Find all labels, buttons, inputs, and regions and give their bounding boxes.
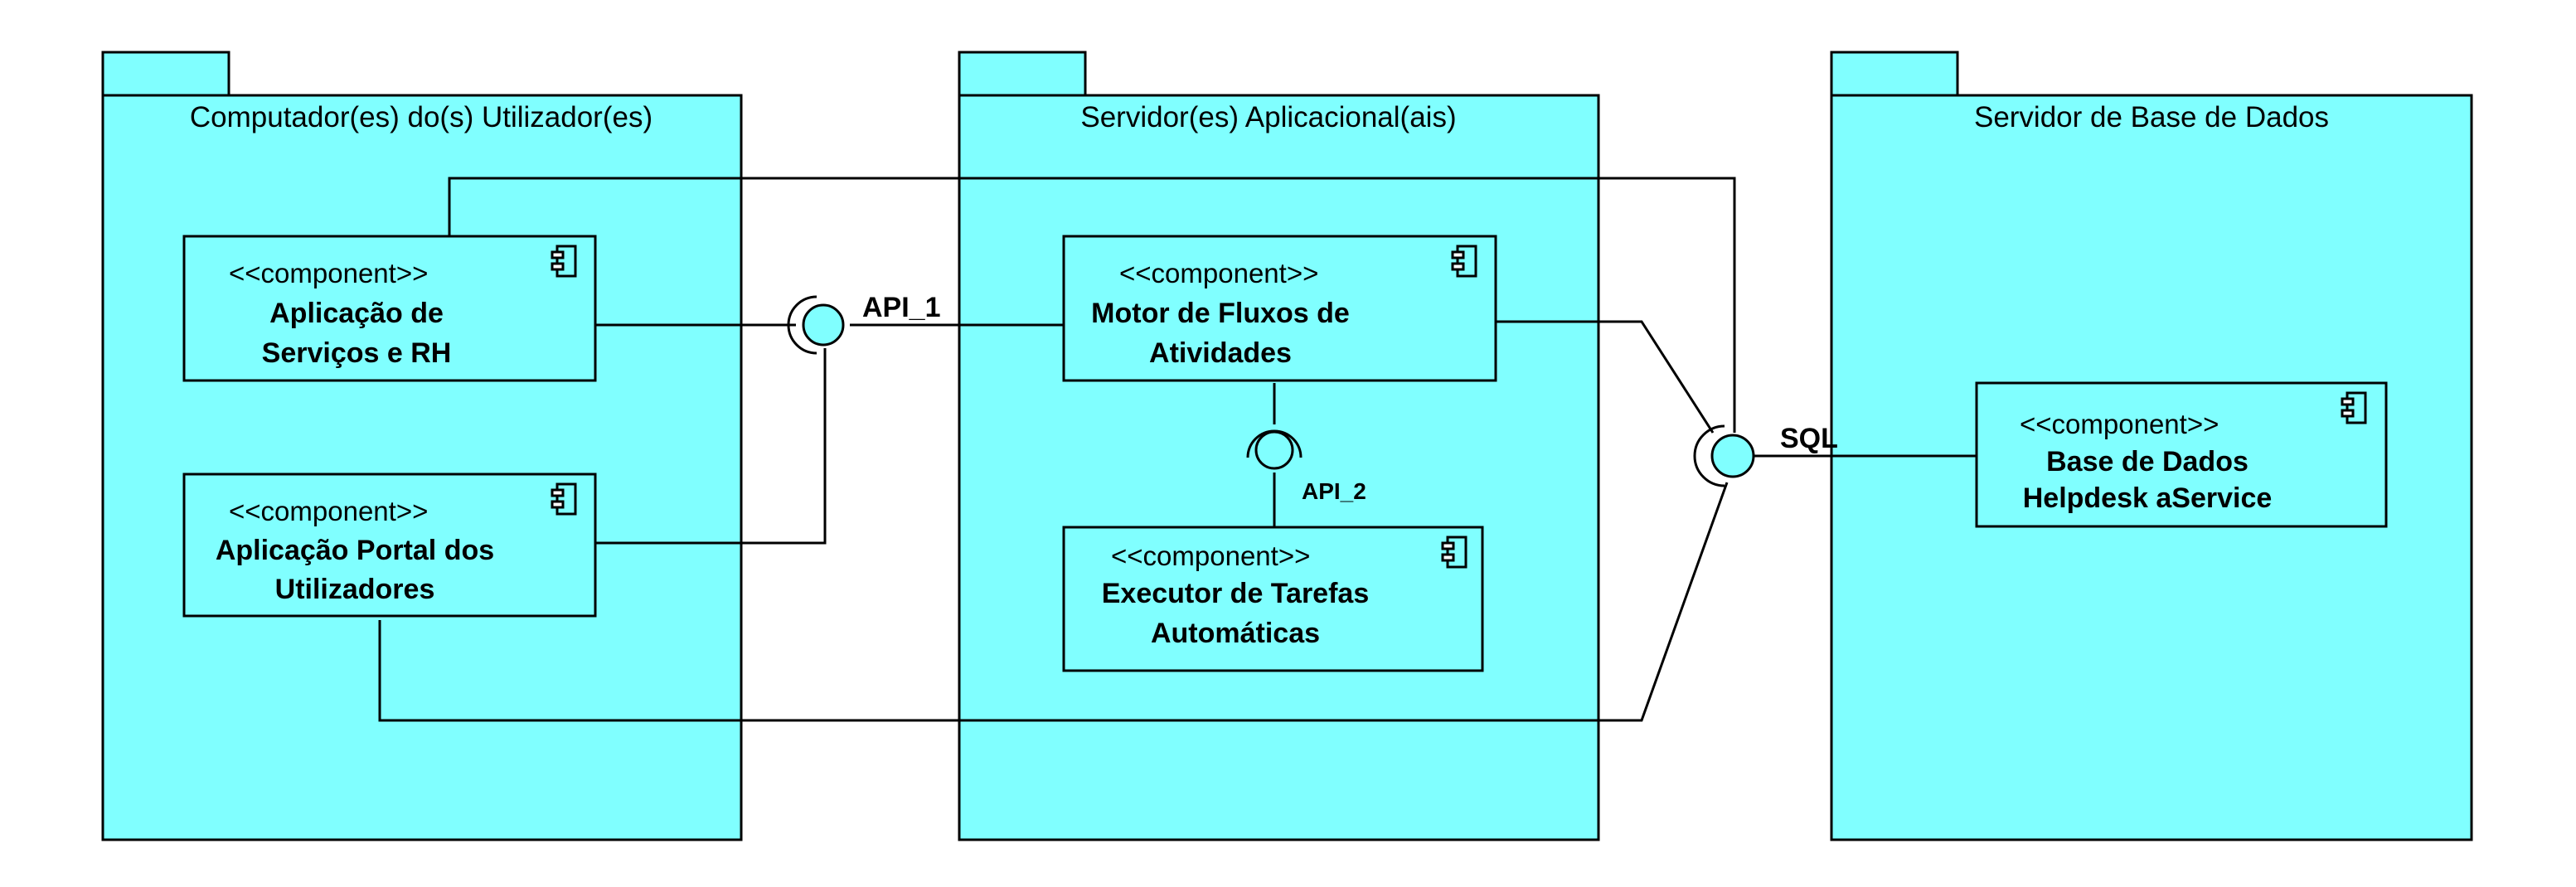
interface-label: SQL [1780, 423, 1838, 454]
package-title: Servidor(es) Aplicacional(ais) [1080, 101, 1456, 133]
component-stereotype: <<component>> [229, 258, 428, 288]
component-name-line1: Motor de Fluxos de [1091, 298, 1350, 329]
package-tab [1830, 51, 1959, 97]
component-name-line1: Executor de Tarefas [1102, 578, 1370, 609]
connector-portal-api1[interactable] [595, 348, 827, 545]
component-name-line2: Helpdesk aService [2023, 482, 2273, 514]
interface-label: API_1 [862, 292, 941, 323]
package-body [101, 94, 743, 841]
package-client[interactable]: Computador(es) do(s) Utilizador(es) [101, 51, 743, 841]
component-servicos-rh[interactable]: <<component>> Aplicação de Serviços e RH [182, 235, 597, 382]
component-base-dados[interactable]: <<component>> Base de Dados Helpdesk aSe… [1975, 381, 2388, 528]
package-title: Servidor de Base de Dados [1974, 101, 2329, 133]
socket-icon [1693, 424, 1725, 487]
component-stereotype: <<component>> [2020, 409, 2219, 439]
component-name-line2: Atividades [1149, 337, 1292, 369]
component-name-line1: Base de Dados [2046, 446, 2249, 477]
connectors [378, 177, 1977, 722]
lollipop-icon [802, 303, 845, 347]
package-title: Computador(es) do(s) Utilizador(es) [190, 101, 652, 133]
component-portal[interactable]: <<component>> Aplicação Portal dos Utili… [182, 473, 597, 618]
package-tab [958, 51, 1087, 97]
component-name-line1: Aplicação Portal dos [216, 535, 494, 566]
interface-api2[interactable]: API_2 [1246, 429, 1366, 504]
component-name-line1: Aplicação de [269, 298, 444, 329]
connector-portal-sql[interactable] [378, 482, 1729, 722]
connector-servicos-sql[interactable] [448, 177, 1736, 433]
component-stereotype: <<component>> [1111, 540, 1310, 571]
lollipop-icon [1710, 434, 1755, 478]
component-box [1062, 235, 1497, 382]
component-box [182, 235, 597, 382]
component-executor[interactable]: <<component>> Executor de Tarefas Automá… [1062, 526, 1484, 672]
component-stereotype: <<component>> [229, 496, 428, 526]
interface-label: API_2 [1302, 478, 1366, 504]
component-box [1975, 381, 2388, 528]
component-name-line2: Automáticas [1151, 618, 1320, 649]
interface-sql[interactable]: SQL [1693, 423, 1838, 487]
component-stereotype: <<component>> [1119, 258, 1318, 288]
socket-icon [787, 295, 817, 355]
component-name-line2: Serviços e RH [262, 337, 452, 369]
component-box [1062, 526, 1484, 672]
lollipop-icon [1254, 430, 1294, 470]
component-motor[interactable]: <<component>> Motor de Fluxos de Ativida… [1062, 235, 1497, 382]
component-name-line2: Utilizadores [275, 574, 435, 605]
component-box [182, 473, 597, 618]
interface-api1[interactable]: API_1 [787, 292, 941, 355]
package-tab [101, 51, 230, 97]
connector-motor-sql[interactable] [1496, 320, 1715, 434]
